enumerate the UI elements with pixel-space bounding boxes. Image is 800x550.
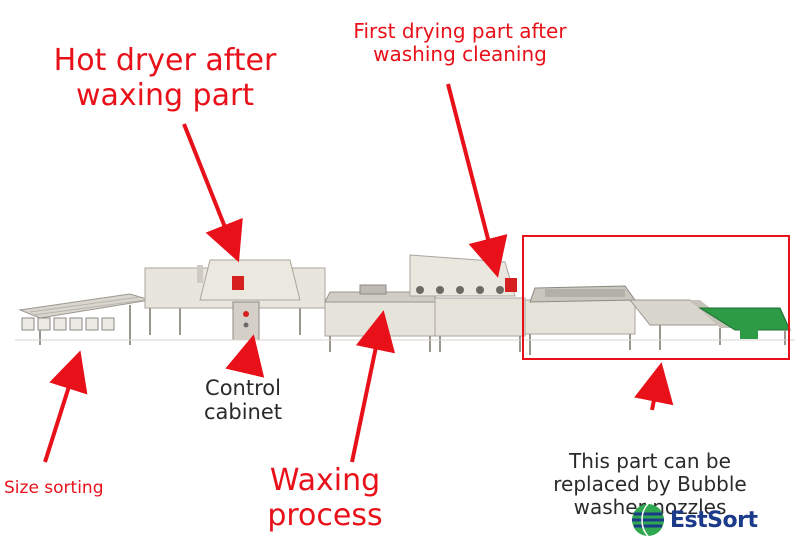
washing-section <box>524 285 636 355</box>
arrow-first-drying <box>446 83 508 278</box>
replaceable-part-label: This part can be replaced by Bubble wash… <box>520 450 780 519</box>
hot-dryer-section <box>144 259 326 341</box>
first-drying-label-line1: First drying part after <box>353 19 567 43</box>
arrow-waxing <box>350 310 396 463</box>
size-sorting-label: Size sorting <box>4 478 104 498</box>
estsort-logo: EstSort <box>630 500 758 540</box>
replaceable-part-label-line1: This part can be <box>569 449 731 473</box>
arrow-control-cabinet <box>225 334 265 378</box>
waxing-process-label-line2: process <box>267 497 383 533</box>
elevator-conveyor <box>628 299 791 350</box>
control-cabinet-label-line1: Control <box>205 376 281 400</box>
arrow-hot-dryer <box>182 123 243 263</box>
first-drying-label: First drying part after washing cleaning <box>330 20 590 66</box>
hot-dryer-label-line1: Hot dryer after <box>53 43 277 78</box>
control-cabinet-label-line2: cabinet <box>203 400 283 425</box>
waxing-process-label: Waxing process <box>255 463 395 533</box>
hot-dryer-label-line2: waxing part <box>75 77 255 113</box>
arrow-size-sorting <box>43 350 88 463</box>
replaceable-part-highlight <box>522 235 790 360</box>
sorting-machine-line <box>15 254 795 355</box>
arrow-replaceable-part <box>634 362 674 411</box>
logo-text: EstSort <box>670 507 758 533</box>
size-sorting-section <box>18 293 151 345</box>
first-drying-label-line2: washing cleaning <box>373 42 547 66</box>
waxing-process-label-line1: Waxing <box>269 463 381 498</box>
globe-logo-icon <box>632 503 664 537</box>
hot-dryer-label: Hot dryer after waxing part <box>40 43 290 113</box>
control-cabinet-label: Control cabinet <box>183 376 303 424</box>
replaceable-part-label-line2: replaced by Bubble <box>553 472 747 496</box>
